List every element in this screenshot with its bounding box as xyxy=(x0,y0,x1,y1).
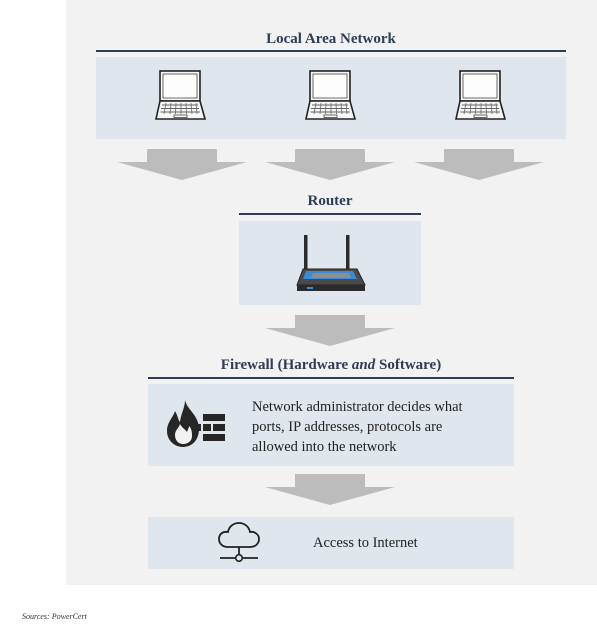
down-arrow-icon xyxy=(265,315,395,346)
firewall-title-prefix: Firewall (Hardware xyxy=(220,357,352,373)
firewall-description-line: ports, IP addresses, protocols are xyxy=(252,419,443,435)
laptop-icon xyxy=(155,70,207,120)
router-icon xyxy=(296,235,366,291)
source-note: Sources: PowerCert xyxy=(22,612,87,621)
down-arrow-icon xyxy=(117,149,247,180)
firewall-description-line: Network administrator decides what xyxy=(252,399,463,415)
down-arrow-icon xyxy=(265,149,395,180)
firewall-description-line: allowed into the network xyxy=(252,439,397,455)
firewall-title-rule xyxy=(148,377,514,379)
cloud-network-icon xyxy=(218,522,260,563)
laptop-icon xyxy=(305,70,357,120)
firewall-icon xyxy=(167,400,225,447)
router-title: Router xyxy=(307,193,353,209)
lan-title-rule xyxy=(96,50,566,52)
firewall-description: Network administrator decides what ports… xyxy=(252,397,502,457)
lan-title: Local Area Network xyxy=(266,31,396,47)
firewall-title: Firewall (Hardware and Software) xyxy=(148,357,514,374)
firewall-title-emphasis: and xyxy=(351,357,376,373)
router-title-rule xyxy=(239,213,421,215)
firewall-title-suffix: Software) xyxy=(375,357,442,373)
down-arrow-icon xyxy=(414,149,544,180)
laptop-icon xyxy=(455,70,507,120)
internet-label: Access to Internet xyxy=(313,535,418,551)
down-arrow-icon xyxy=(265,474,395,505)
internet-box xyxy=(148,517,514,569)
